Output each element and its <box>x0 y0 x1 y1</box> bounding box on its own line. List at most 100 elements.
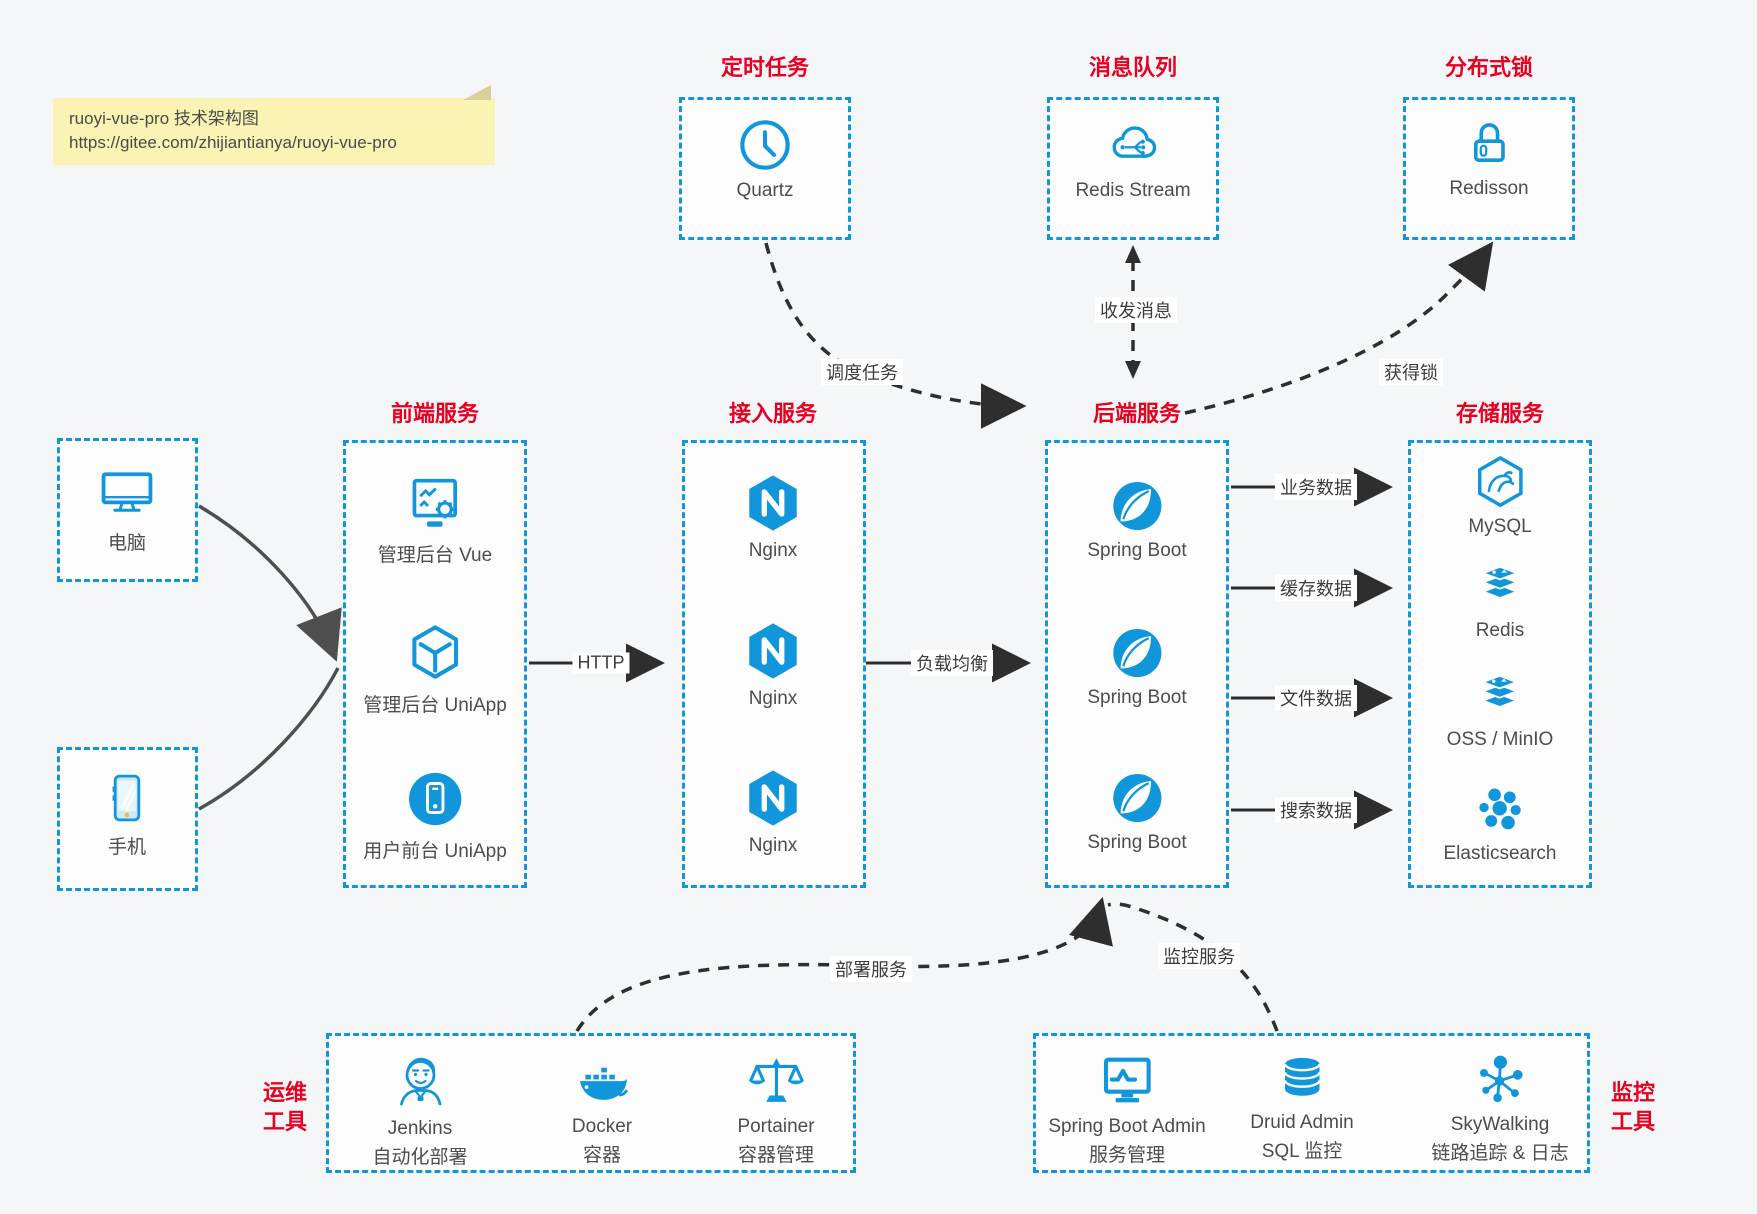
gateway-title: 接入服务 <box>728 401 818 426</box>
node-redisson: Redisson <box>1449 114 1529 200</box>
monitoring-side-label: 监控 工具 <box>1611 1078 1655 1136</box>
node-label: Spring Boot <box>1087 540 1187 561</box>
node-label: Nginx <box>748 688 798 709</box>
node-admin-uniapp: 管理后台 UniApp <box>363 622 507 717</box>
node-user-uniapp: 用户前台 UniApp <box>363 768 507 863</box>
node-desc: 容器 <box>582 1145 621 1166</box>
lock-box <box>1403 97 1575 240</box>
lock-icon <box>1473 123 1505 163</box>
mq-title: 消息队列 <box>1088 55 1178 80</box>
ops-label-line1: 运维 <box>262 1080 308 1105</box>
node-nginx-3: Nginx <box>742 767 804 857</box>
node-mysql: MySQL <box>1468 454 1532 538</box>
node-label: Redis <box>1475 620 1525 641</box>
node-pc: 电脑 <box>95 462 159 555</box>
node-label: MySQL <box>1468 516 1532 537</box>
monitor-icon <box>101 472 153 512</box>
user-app-icon <box>408 772 462 826</box>
skywalking-icon <box>1479 1055 1523 1103</box>
druid-icon <box>1283 1057 1321 1096</box>
node-label: Portainer <box>737 1116 815 1137</box>
admin-vue-icon <box>412 478 458 527</box>
lock-title: 分布式锁 <box>1444 55 1534 80</box>
ops-label-line2: 工具 <box>262 1109 308 1134</box>
node-desc: 自动化部署 <box>372 1147 468 1168</box>
node-desc: 链路追踪 & 日志 <box>1431 1143 1569 1164</box>
spring-icon <box>1112 628 1162 678</box>
cube-icon <box>412 625 458 679</box>
node-desc: 容器管理 <box>737 1145 815 1166</box>
node-springboot-1: Spring Boot <box>1087 478 1187 562</box>
node-label: Druid Admin <box>1250 1112 1354 1133</box>
smartphone-icon <box>112 774 141 822</box>
node-label: Elasticsearch <box>1443 843 1557 864</box>
nginx-icon <box>749 623 797 679</box>
ops-box <box>326 1033 856 1173</box>
node-spring-boot-admin: Spring Boot Admin 服务管理 <box>1048 1050 1206 1167</box>
portainer-icon <box>748 1058 804 1102</box>
node-label: 管理后台 Vue <box>377 545 493 566</box>
nginx-icon <box>749 770 797 826</box>
spring-icon <box>1112 773 1162 823</box>
edge-label-load-balance: 负载均衡 <box>911 650 993 676</box>
edge-label-send-receive-msg: 收发消息 <box>1095 297 1177 323</box>
node-admin-vue: 管理后台 Vue <box>378 472 492 567</box>
mysql-icon <box>1477 456 1523 507</box>
scheduler-title: 定时任务 <box>720 55 810 80</box>
node-desc: 服务管理 <box>1088 1145 1165 1166</box>
node-nginx-2: Nginx <box>742 620 804 710</box>
edge-label-file-data: 文件数据 <box>1275 685 1357 711</box>
node-label: 电脑 <box>107 533 146 554</box>
jenkins-icon <box>399 1057 441 1106</box>
node-nginx-1: Nginx <box>742 472 804 562</box>
clock-icon <box>740 120 790 170</box>
node-jenkins: Jenkins 自动化部署 <box>372 1050 468 1169</box>
spring-admin-icon <box>1103 1057 1151 1103</box>
mq-box <box>1047 97 1219 240</box>
node-oss-minio: OSS / MinIO <box>1447 669 1553 751</box>
node-label: SkyWalking <box>1450 1114 1550 1135</box>
node-label: Spring Boot <box>1087 687 1187 708</box>
monitoring-label-line1: 监控 <box>1610 1080 1656 1105</box>
node-docker: Docker 容器 <box>570 1052 634 1167</box>
node-mobile: 手机 <box>99 770 155 859</box>
node-desc: SQL 监控 <box>1261 1141 1343 1162</box>
node-label: Jenkins <box>387 1118 453 1139</box>
node-label: Spring Boot <box>1087 832 1187 853</box>
monitoring-label-line2: 工具 <box>1610 1109 1656 1134</box>
node-portainer: Portainer 容器管理 <box>737 1050 815 1167</box>
node-springboot-3: Spring Boot <box>1087 770 1187 854</box>
node-label: Spring Boot Admin <box>1048 1116 1206 1137</box>
edge-label-http: HTTP <box>572 652 630 674</box>
note-title: ruoyi-vue-pro 技术架构图 <box>69 109 259 128</box>
spring-icon <box>1112 481 1162 531</box>
node-label: 管理后台 UniApp <box>363 695 507 716</box>
redis-stack-icon <box>1482 565 1518 599</box>
edge-label-deploy-service: 部署服务 <box>830 956 912 982</box>
docker-icon <box>579 1066 629 1100</box>
cloud-stream-icon <box>1112 126 1156 158</box>
node-label: 手机 <box>107 837 146 858</box>
elasticsearch-icon <box>1478 788 1521 830</box>
note-fold-corner <box>463 85 491 100</box>
node-label: 用户前台 UniApp <box>363 841 507 862</box>
node-label: Nginx <box>748 835 798 856</box>
node-label: Quartz <box>736 180 794 201</box>
sticky-note: ruoyi-vue-pro 技术架构图 https://gitee.com/zh… <box>53 85 495 165</box>
node-label: Docker <box>571 1116 633 1137</box>
node-redis-stream: Redis Stream <box>1075 114 1191 202</box>
backend-title: 后端服务 <box>1092 401 1182 426</box>
node-redis: Redis <box>1473 560 1527 642</box>
node-skywalking: SkyWalking 链路追踪 & 日志 <box>1431 1050 1569 1165</box>
storage-title: 存储服务 <box>1455 401 1545 426</box>
note-url: https://gitee.com/zhijiantianya/ruoyi-vu… <box>69 133 397 152</box>
storage-stack-icon <box>1482 674 1518 708</box>
edge-label-schedule-task: 调度任务 <box>821 359 903 385</box>
node-elasticsearch: Elasticsearch <box>1444 783 1557 865</box>
edge-label-cache-data: 缓存数据 <box>1275 575 1357 601</box>
edge-label-acquire-lock: 获得锁 <box>1379 359 1443 385</box>
nginx-icon <box>749 475 797 531</box>
ops-side-label: 运维 工具 <box>263 1078 307 1136</box>
edge-label-search-data: 搜索数据 <box>1275 797 1357 823</box>
